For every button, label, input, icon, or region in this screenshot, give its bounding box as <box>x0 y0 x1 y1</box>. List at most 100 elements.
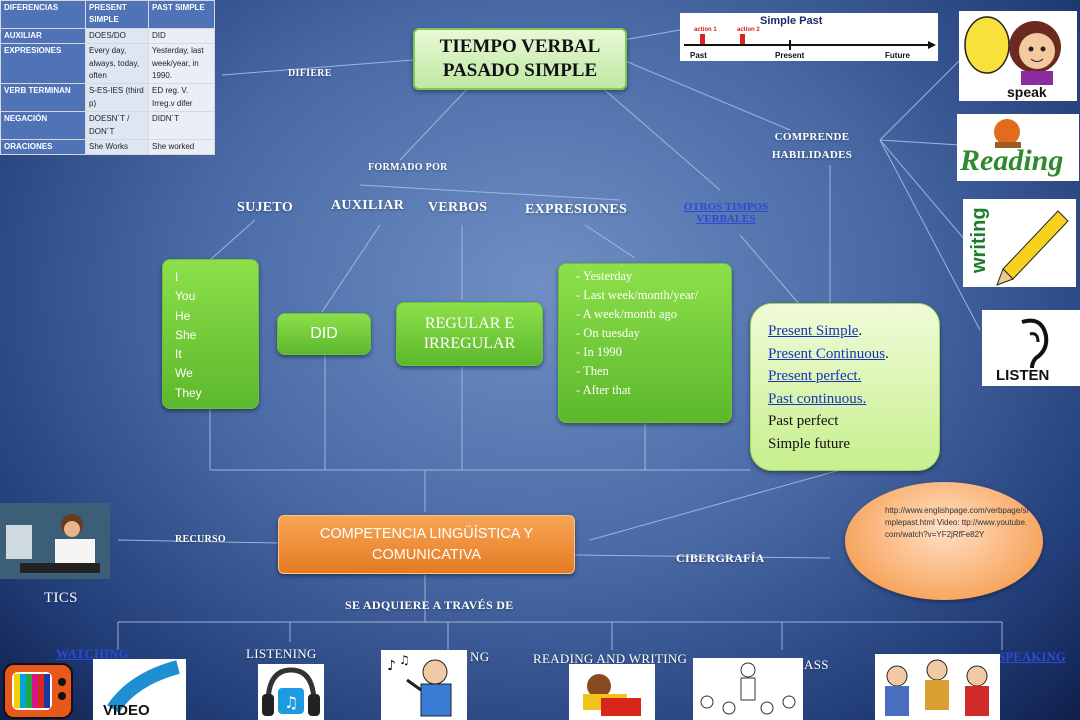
reading-picture: Reading <box>957 114 1079 181</box>
label-verbos: VERBOS <box>428 200 488 215</box>
label-difiere: DIFIERE <box>288 68 332 79</box>
table-row-label: EXPRESIONES <box>0 43 86 85</box>
table-header-cell: DIFERENCIAS <box>0 0 86 29</box>
label-se-adquiere: SE ADQUIERE A TRAVÉS DE <box>345 598 514 612</box>
subject-item: He <box>175 308 191 323</box>
headphones-picture: ♫ <box>258 664 324 720</box>
tense-item: Past perfect <box>768 413 839 429</box>
verbos-box: REGULAR E IRREGULAR <box>396 302 543 366</box>
tense-item[interactable]: Present Simple. <box>768 320 939 343</box>
table-row-label: NEGACIÓN <box>0 111 86 140</box>
table-cell: She Works <box>85 138 149 156</box>
tense-link[interactable]: Present perfect. <box>768 368 862 384</box>
timeline-future: Future <box>885 51 910 60</box>
tense-link[interactable]: Present Simple <box>768 323 859 339</box>
tense-link[interactable]: Past continuous. <box>768 390 867 407</box>
label-singing-partial: NG <box>470 649 490 664</box>
class-picture <box>693 658 803 720</box>
label-auxiliar: AUXILIAR <box>331 198 405 213</box>
table-row: EXPRESIONES Every day, always, today, of… <box>0 43 215 85</box>
subjects-list: I You He She It We They <box>163 260 258 411</box>
tv-picture <box>2 656 76 720</box>
label-comprende: COMPRENDE HABILIDADES <box>771 131 853 161</box>
tense-item[interactable]: Present Continuous. <box>768 343 939 366</box>
subject-item: We <box>175 366 193 381</box>
expressions-list: - Yesterday - Last week/month/year/ - A … <box>559 264 731 400</box>
skill-listen-text: LISTEN <box>996 367 1049 384</box>
expression-item: - Yesterday <box>576 269 633 283</box>
table-cell: Yesterday, last week/year, in 1990. <box>148 43 215 85</box>
subject-item: She <box>175 327 197 342</box>
auxiliar-box-text: DID <box>310 325 338 342</box>
comparison-table: DIFERENCIAS PRESENT SIMPLE PAST SIMPLE A… <box>0 0 215 156</box>
table-row-label: VERB TERMINAN <box>0 83 86 113</box>
speak-picture: speak <box>959 11 1077 101</box>
skill-reading-text: Reading <box>959 144 1063 177</box>
timeline-action1: action 1 <box>694 27 717 33</box>
subject-item: You <box>175 289 196 304</box>
expression-item: - In 1990 <box>576 345 622 359</box>
label-cibergrafia: CIBERGRAFÍA <box>676 551 765 565</box>
subjects-box: I You He She It We They <box>162 259 259 409</box>
link-otros-tiempos[interactable]: OTROS TIMPOS VERBALES <box>683 201 769 225</box>
competencia-text: COMPETENCIA LINGÜÍSTICA Y COMUNICATIVA <box>319 525 534 563</box>
label-formado-por: FORMADO POR <box>368 162 448 173</box>
label-class-partial: ASS <box>804 657 829 672</box>
table-cell: DIDN´T <box>148 111 215 140</box>
tense-suffix: . <box>858 323 863 339</box>
skill-writing-text: writing <box>968 207 990 274</box>
video-text: VIDEO <box>103 702 150 719</box>
subject-item: They <box>175 385 202 400</box>
subject-item: I <box>175 270 179 284</box>
skill-speak-text: speak <box>1007 84 1047 100</box>
tense-item[interactable]: Past continuous. <box>768 388 939 411</box>
tense-link[interactable]: Present Continuous <box>768 345 886 362</box>
tense-item[interactable]: Present perfect. <box>768 365 939 388</box>
main-title: TIEMPO VERBAL PASADO SIMPLE <box>439 36 601 81</box>
link-watching[interactable]: WATCHING <box>56 646 129 661</box>
label-listening: LISTENING <box>246 646 317 661</box>
cibergrafia-oval <box>845 482 1043 600</box>
expression-item: - A week/month ago <box>576 307 678 321</box>
timeline-svg: Simple Past action 1 action 2 Past Prese… <box>684 15 936 60</box>
table-row: NEGACIÓN DOESN´T / DON´T DIDN´T <box>0 111 215 140</box>
svg-text:♫: ♫ <box>284 693 298 712</box>
auxiliar-box: DID <box>277 313 371 355</box>
table-row-label: AUXILIAR <box>0 27 86 45</box>
listen-picture: LISTEN <box>982 310 1080 386</box>
table-cell: DID <box>148 27 215 45</box>
cibergrafia-text[interactable]: http://www.englishpage.com/verbpage/simp… <box>885 506 1029 539</box>
table-header-cell: PRESENT SIMPLE <box>85 0 149 29</box>
table-row-label: ORACIONES <box>0 138 86 156</box>
expression-item: - Then <box>576 364 609 378</box>
speaking-picture <box>875 654 1000 720</box>
label-tics: TICS <box>44 590 78 606</box>
table-row: VERB TERMINAN S-ES-IES (third p) ED reg.… <box>0 83 215 113</box>
timeline-action2: action 2 <box>737 27 760 33</box>
expression-item: - After that <box>576 383 631 397</box>
timeline-past: Past <box>690 51 707 60</box>
verbos-box-text: REGULAR E IRREGULAR <box>423 315 516 352</box>
table-cell: ED reg. V. Irreg.v difer <box>148 83 215 113</box>
timeline-title: Simple Past <box>760 15 823 27</box>
expression-item: - On tuesday <box>576 326 640 340</box>
subject-item: It <box>175 347 182 362</box>
table-cell: Every day, always, today, often <box>85 43 149 85</box>
link-speaking[interactable]: SPEAKING <box>998 649 1066 664</box>
label-reading-writing: READING AND WRITING <box>533 651 688 666</box>
tenses-box: Present Simple. Present Continuous. Pres… <box>750 303 940 471</box>
table-header-cell: PAST SIMPLE <box>148 0 215 29</box>
expressions-box: - Yesterday - Last week/month/year/ - A … <box>558 263 732 423</box>
tics-picture <box>0 503 110 579</box>
competencia-box: COMPETENCIA LINGÜÍSTICA Y COMUNICATIVA <box>278 515 575 574</box>
table-row: ORACIONES She Works She worked <box>0 138 215 156</box>
table-cell: DOES/DO <box>85 27 149 45</box>
expression-item: - Last week/month/year/ <box>576 288 699 302</box>
table-cell: S-ES-IES (third p) <box>85 83 149 113</box>
label-sujeto: SUJETO <box>237 200 294 215</box>
table-header-row: DIFERENCIAS PRESENT SIMPLE PAST SIMPLE <box>0 0 215 29</box>
table-row: AUXILIAR DOES/DO DID <box>0 27 215 45</box>
main-title-box: TIEMPO VERBAL PASADO SIMPLE <box>413 28 627 90</box>
timeline-present: Present <box>775 51 805 60</box>
